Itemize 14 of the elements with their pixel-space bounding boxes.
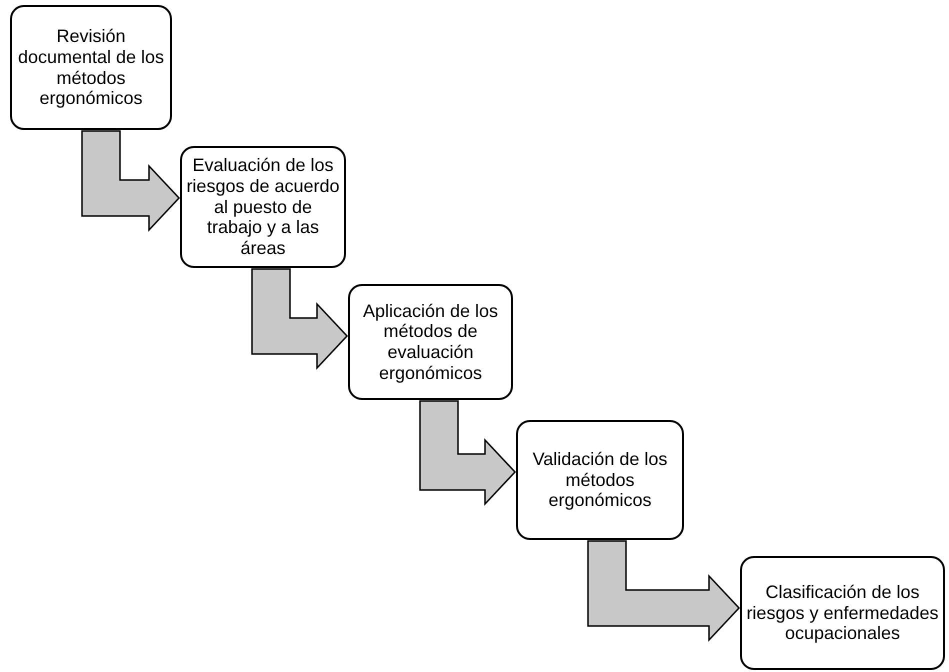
block-arrow: [587, 540, 740, 642]
block-arrow: [81, 130, 180, 232]
process-box: [348, 284, 513, 400]
step-text: Revisión documental de los métodos ergonómicos: [16, 26, 166, 109]
process-box: [10, 5, 172, 130]
block-arrow: [251, 268, 348, 370]
step-text: Validación de los métodos ergonómicos: [532, 448, 668, 512]
step-text: Evaluación de los riesgos de acuerdo al puesto de trabajo y a las áreas: [186, 155, 340, 259]
step-text: Clasificación de los riesgos y enfermedades ocupacionales: [746, 582, 939, 644]
process-box: [740, 556, 945, 670]
process-box: [516, 420, 684, 540]
process-box: [180, 146, 346, 268]
block-arrow: [419, 400, 516, 506]
step-text: Aplicación de los métodos de evaluación ergonómicos: [362, 300, 500, 384]
